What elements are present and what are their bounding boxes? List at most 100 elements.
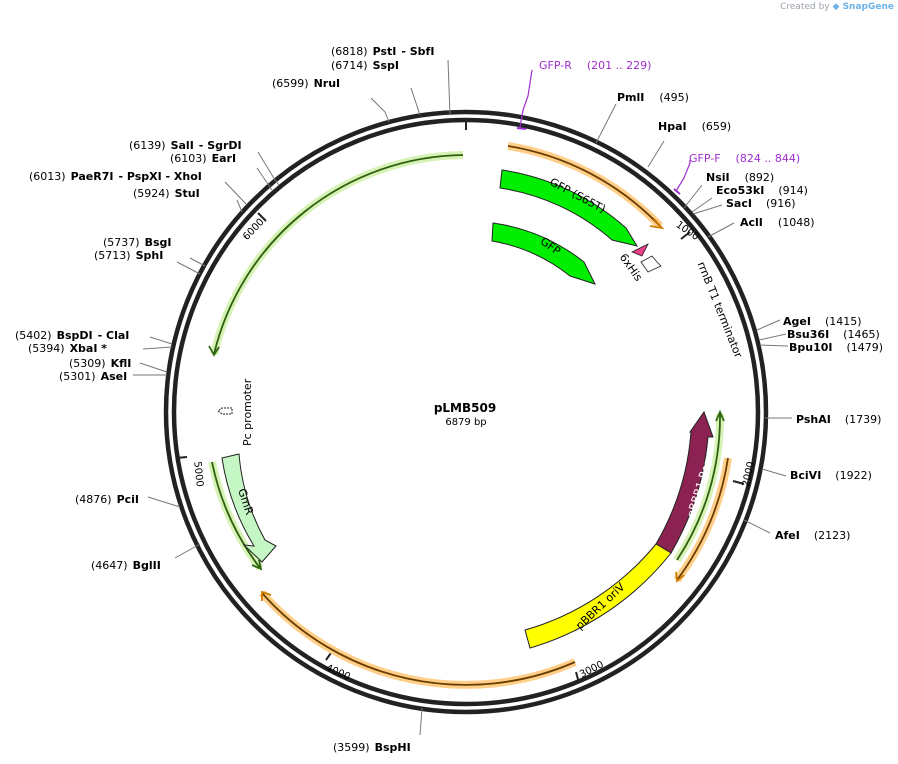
site-pos: (6818) xyxy=(331,45,368,58)
site-pos: (5301) xyxy=(59,370,96,383)
site-pos: (1465) xyxy=(843,328,880,341)
site-bsphI[interactable]: (3599)BspHI xyxy=(333,741,411,754)
site-extra: - SgrDI xyxy=(199,139,242,152)
site-name: Bsu36I xyxy=(787,328,829,341)
site-pos: (1048) xyxy=(778,216,815,229)
site-name: PciI xyxy=(117,493,139,506)
site-eco53kI[interactable]: Eco53kI (914) xyxy=(716,184,808,197)
site-sacI[interactable]: SacI(916) xyxy=(726,197,796,210)
site-pos: (3599) xyxy=(333,741,370,754)
site-name: BspDI xyxy=(57,329,93,342)
feature-pbbr1-oriv[interactable]: pBBR1 oriV xyxy=(524,543,672,649)
site-bpu10I[interactable]: Bpu10I (1479) xyxy=(789,341,883,354)
site-name: NsiI xyxy=(706,171,730,184)
snapgene-logo: ◆ xyxy=(832,2,843,12)
site-aseI[interactable]: (5301) AseI xyxy=(59,370,127,383)
primer-labels: GFP-R (201 .. 229) GFP-F (824 .. 844) xyxy=(539,59,800,165)
site-pos: (5713) xyxy=(94,249,131,262)
primer-gfp-r-name: GFP-R xyxy=(539,59,572,72)
site-pos: (6103) xyxy=(170,152,207,165)
site-pos: (5737) xyxy=(103,236,140,249)
site-pstI[interactable]: (6818) PstI - SbfI xyxy=(331,45,434,58)
plasmid-length: 6879 bp xyxy=(445,417,486,428)
primer-gfp-f[interactable]: GFP-F (824 .. 844) xyxy=(689,152,800,165)
site-pos: (6013) xyxy=(29,170,66,183)
tick-2000: 2000 xyxy=(741,461,757,488)
site-name: SalI xyxy=(171,139,194,152)
site-name: XbaI * xyxy=(70,342,108,355)
credit-brand: SnapGene xyxy=(842,2,894,12)
site-pos: (5924) xyxy=(133,187,170,200)
orf-top-left xyxy=(210,151,464,355)
site-bsgI[interactable]: (5737) BsgI xyxy=(103,236,171,249)
site-kflI[interactable]: (5309) KflI xyxy=(69,357,131,370)
site-pos: (1415) xyxy=(825,315,862,328)
site-pciI[interactable]: (4876) PciI xyxy=(75,493,139,506)
site-name: AclI xyxy=(740,216,763,229)
site-salI[interactable]: (6139)SalI- SgrDI xyxy=(129,139,242,152)
site-pos: (914) xyxy=(778,184,808,197)
site-hpaI[interactable]: HpaI (659) xyxy=(658,120,731,133)
ring-ticks xyxy=(175,118,745,684)
site-name: HpaI xyxy=(658,120,687,133)
site-name: PstI xyxy=(373,45,397,58)
site-name: StuI xyxy=(175,187,200,200)
site-pos: (495) xyxy=(659,91,689,104)
site-aclI[interactable]: AclI (1048) xyxy=(740,216,814,229)
site-earI[interactable]: (6103) EarI xyxy=(170,152,236,165)
primer-gfp-r[interactable]: GFP-R (201 .. 229) xyxy=(539,59,651,72)
site-bsu36I[interactable]: Bsu36I (1465) xyxy=(787,328,880,341)
enzyme-labels-right: PmlI(495) HpaI(659) NsiI(892) Eco53kI(91… xyxy=(617,91,883,542)
feature-pc-promoter[interactable]: Pc promoter xyxy=(217,378,254,446)
site-name: Eco53kI xyxy=(716,184,764,197)
site-pos: (4876) xyxy=(75,493,112,506)
tick-5000: 5000 xyxy=(191,461,205,487)
site-xbaI[interactable]: (5394)XbaI * xyxy=(28,342,107,355)
enzyme-leaders xyxy=(133,59,792,736)
site-stuI[interactable]: (5924) StuI xyxy=(133,187,200,200)
site-nruI[interactable]: (6599)NruI xyxy=(272,77,340,90)
site-bglII[interactable]: (4647)BglII xyxy=(91,559,161,572)
site-name: EarI xyxy=(212,152,236,165)
site-pos: (659) xyxy=(702,120,732,133)
feature-gfp[interactable]: GFP xyxy=(491,222,596,285)
site-ageI[interactable]: AgeI(1415) xyxy=(783,315,862,328)
site-pos: (1479) xyxy=(847,341,884,354)
site-pos: (5309) xyxy=(69,357,106,370)
site-nsiI[interactable]: NsiI(892) xyxy=(706,171,774,184)
site-pos: (6714) xyxy=(331,59,368,72)
snapgene-credit: Created by ◆ SnapGene xyxy=(780,2,894,12)
plasmid-name: pLMB509 xyxy=(434,401,496,415)
site-extra: - ClaI xyxy=(98,329,130,342)
site-extra: - SbfI xyxy=(401,45,434,58)
site-name: KflI xyxy=(111,357,132,370)
site-afeI[interactable]: AfeI(2123) xyxy=(775,529,850,542)
site-pmlI[interactable]: PmlI(495) xyxy=(617,91,689,104)
site-pos: (916) xyxy=(766,197,796,210)
site-name: SphI xyxy=(136,249,164,262)
site-paer7I[interactable]: (6013)PaeR7I- PspXI - XhoI xyxy=(29,170,202,183)
site-pos: (6599) xyxy=(272,77,309,90)
primer-gfp-r-range: (201 .. 229) xyxy=(587,59,652,72)
site-name: BciVI xyxy=(790,469,821,482)
site-bspdI[interactable]: (5402) BspDI - ClaI xyxy=(15,329,129,342)
credit-prefix: Created by xyxy=(780,2,830,12)
primer-gfp-f-range: (824 .. 844) xyxy=(736,152,801,165)
site-pos: (1739) xyxy=(845,413,882,426)
site-name: AseI xyxy=(101,370,128,383)
site-pshaI[interactable]: PshAI(1739) xyxy=(796,413,881,426)
primer-marks xyxy=(516,69,691,195)
site-pos: (4647) xyxy=(91,559,128,572)
site-pos: (5402) xyxy=(15,329,52,342)
feature-gmr[interactable]: GmR xyxy=(221,453,277,563)
site-extra: - PspXI - XhoI xyxy=(118,170,201,183)
site-name: AfeI xyxy=(775,529,800,542)
site-name: BsgI xyxy=(145,236,172,249)
site-sspI[interactable]: (6714)SspI xyxy=(331,59,399,72)
feature-label-pc-promoter: Pc promoter xyxy=(241,378,254,446)
site-bciVI[interactable]: BciVI(1922) xyxy=(790,469,872,482)
site-sphI[interactable]: (5713) SphI xyxy=(94,249,163,262)
primer-gfp-f-name: GFP-F xyxy=(689,152,721,165)
site-name: Bpu10I xyxy=(789,341,833,354)
